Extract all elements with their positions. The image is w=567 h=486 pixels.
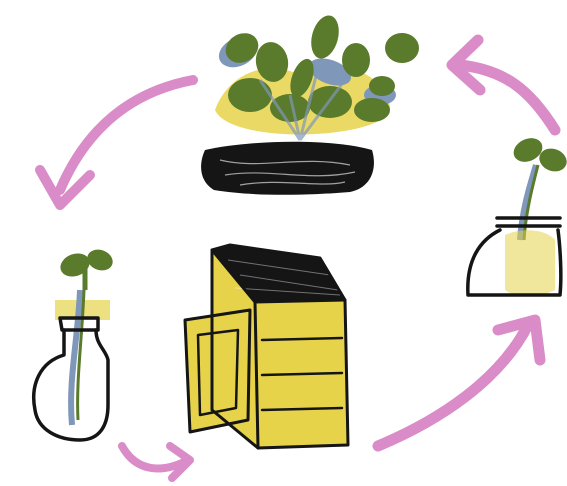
seedling-in-jar-right-icon xyxy=(468,134,567,296)
cycle-arrow-bottom-right-icon xyxy=(378,320,540,446)
cycle-arrow-bottom-left-icon xyxy=(122,446,190,478)
cycle-arrow-top-right-icon xyxy=(452,40,555,130)
yellow-cabinet-icon xyxy=(185,245,348,448)
potted-plant-icon xyxy=(201,12,419,194)
cycle-arrow-top-left-icon xyxy=(40,80,193,205)
seedling-in-bottle-left-icon xyxy=(34,246,116,440)
